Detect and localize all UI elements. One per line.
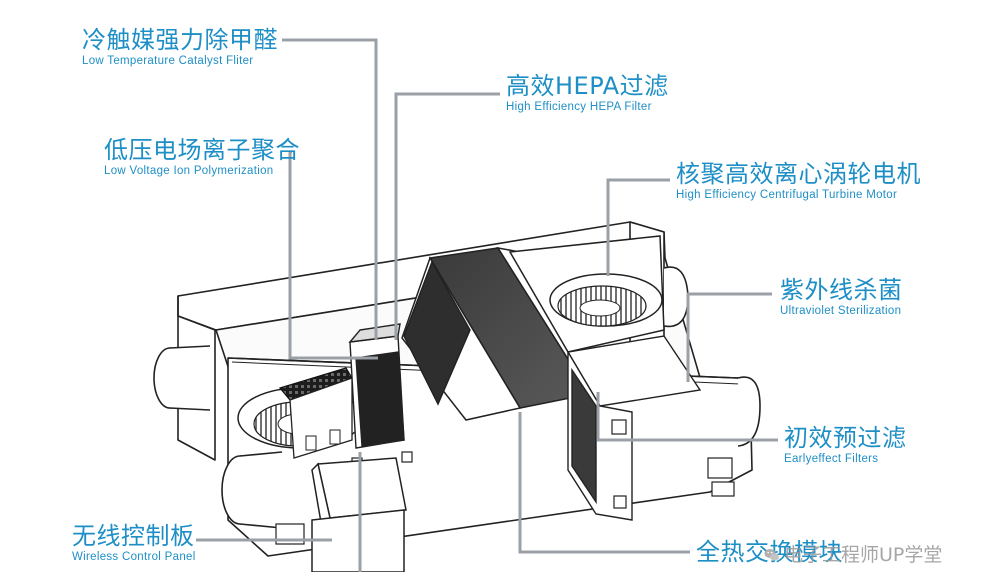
callout-early-en: Earlyeffect Filters [784, 453, 879, 465]
watermark: 电子工程师UP学堂 [764, 540, 942, 567]
leader-ion [288, 150, 378, 360]
leader-early [596, 392, 778, 442]
leader-lines [196, 38, 778, 572]
callout-early-cn: 初效预过滤 [784, 424, 907, 452]
watermark-text: 电子工程师UP学堂 [784, 544, 943, 566]
callout-catalyst-en: Low Temperature Catalyst Fliter [82, 55, 254, 67]
callout-motor-en: High Efficiency Centrifugal Turbine Moto… [676, 189, 898, 201]
callout-uv-cn: 紫外线杀菌 [780, 276, 903, 304]
callout-ion-cn: 低压电场离子聚合 [104, 136, 300, 164]
callout-early: 初效预过滤 Earlyeffect Filters [784, 424, 907, 466]
callout-panel-cn: 无线控制板 [72, 522, 195, 550]
callout-catalyst-cn: 冷触媒强力除甲醛 [82, 26, 278, 54]
callout-hepa: 高效HEPA过滤 High Efficiency HEPA Filter [506, 72, 669, 114]
leader-catalyst [282, 38, 378, 340]
callout-motor: 核聚高效离心涡轮电机 High Efficiency Centrifugal T… [676, 160, 921, 202]
callout-catalyst: 冷触媒强力除甲醛 Low Temperature Catalyst Fliter [82, 26, 278, 68]
leader-exchange [518, 412, 690, 554]
callout-ion: 低压电场离子聚合 Low Voltage Ion Polymerization [104, 136, 300, 178]
callout-panel: 无线控制板 Wireless Control Panel [72, 522, 196, 564]
control-panel-box [311, 457, 407, 572]
callout-uv: 紫外线杀菌 Ultraviolet Sterilization [780, 276, 903, 318]
callout-hepa-en: High Efficiency HEPA Filter [506, 101, 652, 113]
callout-panel-en: Wireless Control Panel [72, 551, 196, 563]
callout-uv-en: Ultraviolet Sterilization [780, 305, 902, 317]
right-blower-motor [508, 235, 665, 353]
leader-motor [606, 178, 670, 276]
left-ducts [153, 345, 283, 529]
wechat-icon [764, 549, 779, 561]
early-filter-box [566, 335, 702, 521]
leader-uv [686, 292, 772, 382]
callout-ion-en: Low Voltage Ion Polymerization [104, 165, 274, 177]
callout-hepa-cn: 高效HEPA过滤 [506, 72, 669, 100]
leader-hepa [394, 92, 500, 340]
callout-motor-cn: 核聚高效离心涡轮电机 [676, 160, 921, 188]
catalyst-ion-module [348, 323, 405, 449]
